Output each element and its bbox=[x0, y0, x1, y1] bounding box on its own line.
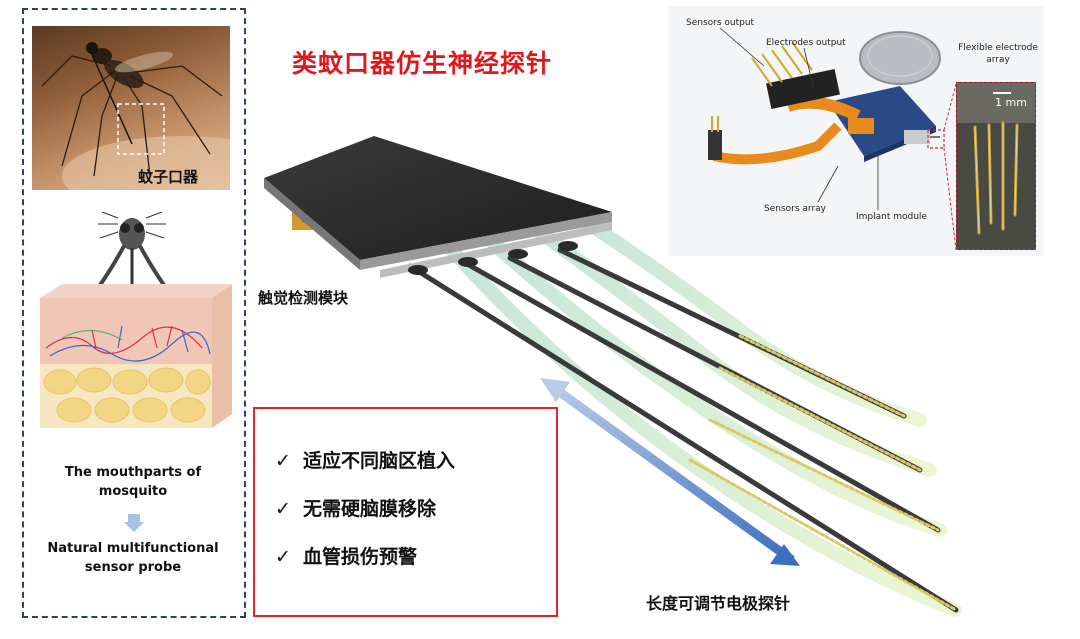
implant-module-label: Implant module bbox=[856, 212, 927, 222]
tactile-module-label: 触觉检测模块 bbox=[258, 289, 349, 307]
feature-item: ✓血管损伤预警 bbox=[275, 546, 418, 568]
device-photo-drawing bbox=[708, 27, 957, 251]
feature-item: ✓适应不同脑区植入 bbox=[275, 450, 456, 472]
feature-list-box bbox=[253, 407, 558, 617]
microscope-detail bbox=[956, 82, 1036, 250]
scale-bar-label: 1 mm bbox=[995, 96, 1027, 109]
sensors-output-label: Sensors output bbox=[686, 18, 755, 28]
adjust-length-arrow-icon bbox=[540, 378, 800, 566]
adjustable-probe-label: 长度可调节电极探针 bbox=[646, 594, 791, 613]
electrodes-output-label: Electrodes output bbox=[766, 38, 846, 48]
caption-mouthparts: The mouthparts of mosquito bbox=[64, 465, 202, 499]
main-title: 类蚊口器仿生神经探针 bbox=[292, 49, 553, 78]
down-arrow-icon bbox=[124, 514, 144, 532]
mosquito-drawing bbox=[41, 42, 230, 190]
probe-device-illustration bbox=[264, 136, 962, 617]
check-icon: ✓ bbox=[275, 450, 291, 472]
feature-item: ✓无需硬脑膜移除 bbox=[275, 498, 437, 520]
caption-sensor-probe: Natural multifunctional sensor probe bbox=[47, 541, 219, 575]
mosquito-mouth-label: 蚊子口器 bbox=[138, 168, 199, 186]
check-icon: ✓ bbox=[275, 546, 291, 568]
flexible-array-label: Flexible electrode array bbox=[958, 43, 1038, 65]
mosquito-photo bbox=[32, 26, 230, 190]
check-icon: ✓ bbox=[275, 498, 291, 520]
skin-insertion-illustration bbox=[32, 198, 232, 438]
sensors-array-label: Sensors array bbox=[764, 204, 826, 214]
left-dashed-panel bbox=[22, 8, 246, 618]
